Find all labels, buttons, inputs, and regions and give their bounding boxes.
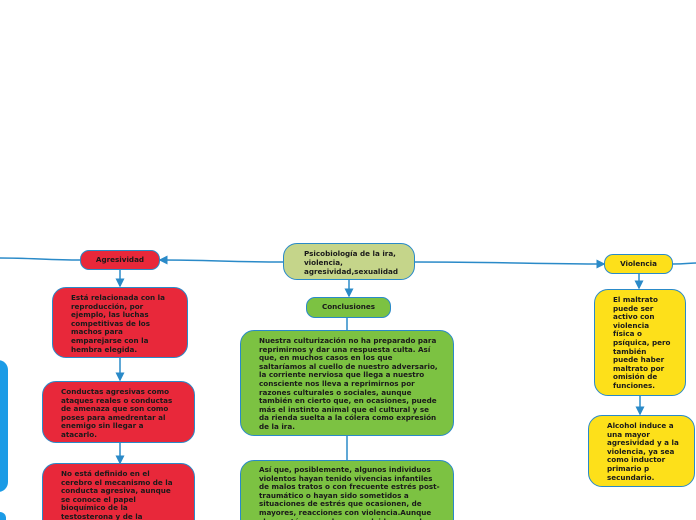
agresividad-item-3[interactable]: No está definido en el cerebro el mecani… bbox=[42, 463, 195, 520]
branch-conclusiones-label: Conclusiones bbox=[321, 302, 376, 312]
violencia-item-2-text: Alcohol induce a una mayor agresividad y… bbox=[607, 421, 679, 482]
violencia-item-1[interactable]: El maltrato puede ser activo con violenc… bbox=[594, 289, 686, 396]
conclusiones-item-2-text: Así que, posiblemente, algunos individuo… bbox=[259, 465, 440, 520]
branch-violencia-label: Violencia bbox=[620, 258, 657, 268]
agresividad-item-1-text: Está relacionada con la reproducción, po… bbox=[71, 293, 165, 354]
agresividad-item-2[interactable]: Conductas agresivas como ataques reales … bbox=[42, 381, 195, 443]
conclusiones-item-1-text: Nuestra culturización no ha preparado pa… bbox=[259, 336, 438, 431]
branch-agresividad[interactable]: Agresividad bbox=[80, 250, 160, 270]
link-central-violencia bbox=[414, 259, 606, 269]
branch-agresividad-label: Agresividad bbox=[95, 254, 145, 264]
link-central-agresividad bbox=[158, 255, 284, 265]
branch-violencia[interactable]: Violencia bbox=[604, 254, 673, 274]
offscreen-node-left-bottom[interactable] bbox=[0, 512, 6, 520]
agresividad-item-3-text: No está definido en el cerebro el mecani… bbox=[61, 469, 173, 520]
violencia-item-2[interactable]: Alcohol induce a una mayor agresividad y… bbox=[588, 415, 695, 487]
agresividad-item-2-text: Conductas agresivas como ataques reales … bbox=[61, 387, 173, 439]
central-topic-text: Psicobiología de la ira, violencia, agre… bbox=[304, 249, 398, 276]
conclusiones-item-2[interactable]: Así que, posiblemente, algunos individuo… bbox=[240, 460, 454, 520]
agresividad-item-1[interactable]: Está relacionada con la reproducción, po… bbox=[52, 287, 188, 358]
link-offscreen-right bbox=[672, 262, 696, 265]
branch-conclusiones[interactable]: Conclusiones bbox=[306, 297, 391, 318]
offscreen-node-left[interactable] bbox=[0, 360, 8, 492]
central-topic[interactable]: Psicobiología de la ira, violencia, agre… bbox=[283, 243, 415, 280]
conclusiones-item-1[interactable]: Nuestra culturización no ha preparado pa… bbox=[240, 330, 454, 436]
violencia-item-1-text: El maltrato puede ser activo con violenc… bbox=[613, 295, 671, 390]
link-offscreen-left bbox=[0, 257, 81, 261]
